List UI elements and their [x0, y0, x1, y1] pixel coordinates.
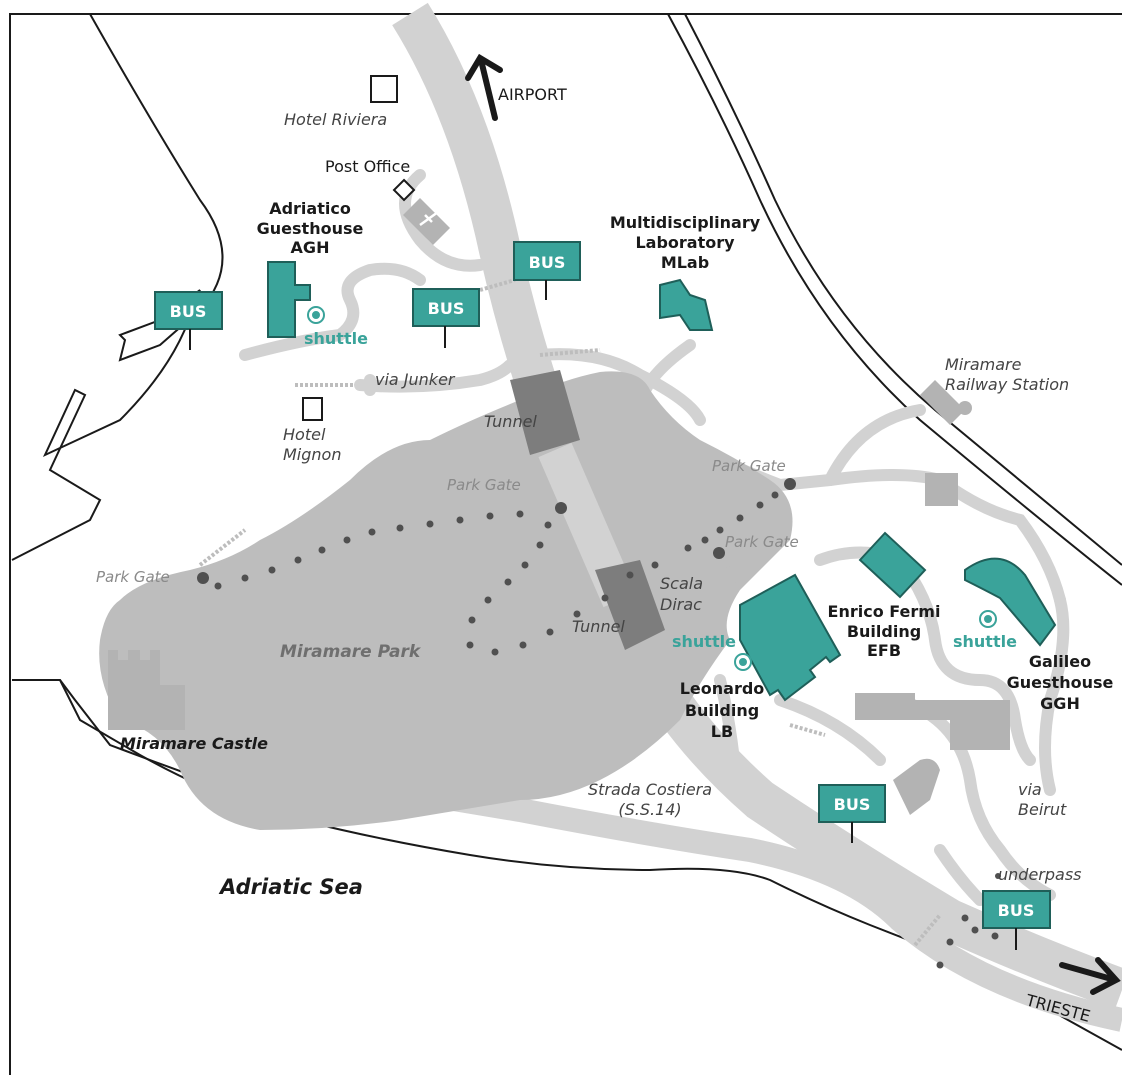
ggh-label: Galileo Guesthouse GGH — [1007, 652, 1114, 713]
small-building — [925, 473, 958, 506]
svg-text:Enrico Fermi: Enrico Fermi — [828, 602, 941, 621]
svg-text:Multidisciplinary: Multidisciplinary — [610, 213, 761, 232]
efb-small-building — [858, 531, 927, 599]
bus-stop-icon: BUS — [513, 241, 581, 300]
svg-text:Strada Costiera: Strada Costiera — [588, 780, 712, 799]
park-gate-label-southeast: Park Gate — [725, 533, 799, 551]
crossing-hatches — [198, 278, 942, 947]
svg-text:Guesthouse: Guesthouse — [1007, 673, 1114, 692]
svg-text:(S.S.14): (S.S.14) — [618, 800, 681, 819]
post-office-cross — [419, 210, 439, 227]
hotel-mignon-marker — [302, 397, 323, 421]
bus-label: BUS — [834, 795, 871, 814]
via-beirut-label: via Beirut — [1018, 780, 1067, 819]
post-office-marker — [392, 178, 416, 202]
teal-buildings — [267, 261, 1057, 702]
miramare-castle-shape — [108, 650, 185, 730]
shuttle-stop-icon — [307, 306, 325, 324]
bus-label: BUS — [428, 299, 465, 318]
tunnel-north — [510, 370, 580, 455]
central-building-block — [855, 693, 1010, 750]
shuttle-stop-icon — [979, 610, 997, 628]
svg-text:AGH: AGH — [291, 238, 330, 257]
bus-label: BUS — [529, 253, 566, 272]
svg-text:Guesthouse: Guesthouse — [257, 219, 364, 238]
bus-label: BUS — [998, 901, 1035, 920]
hotel-markers — [302, 75, 416, 421]
airport-label: AIRPORT — [498, 85, 567, 104]
svg-text:MLab: MLab — [661, 253, 709, 272]
svg-text:Beirut: Beirut — [1018, 800, 1067, 819]
svg-text:GGH: GGH — [1040, 694, 1080, 713]
bus-stop-icon: BUS — [412, 288, 480, 348]
svg-text:Hotel: Hotel — [283, 425, 326, 444]
mlab-building — [659, 278, 714, 331]
park-gate-label-center: Park Gate — [447, 476, 521, 494]
adriatic-sea-label: Adriatic Sea — [218, 875, 363, 899]
svg-text:via: via — [1018, 780, 1042, 799]
tunnel-label-north: Tunnel — [484, 412, 537, 431]
miramare-park-label: Miramare Park — [280, 642, 422, 662]
miramare-station-label: Miramare Railway Station — [945, 355, 1069, 394]
agh-label: Adriatico Guesthouse AGH — [257, 199, 364, 257]
underpass-label: underpass — [998, 865, 1082, 884]
east-arrow-icon — [1059, 957, 1121, 995]
svg-text:Galileo: Galileo — [1029, 652, 1091, 671]
hotel-riviera-label: Hotel Riviera — [284, 110, 387, 129]
efb-building — [739, 573, 842, 702]
bus-stop-icon: BUS — [818, 784, 886, 843]
svg-text:Building: Building — [847, 622, 921, 641]
shuttle-label: shuttle — [953, 632, 1017, 651]
svg-text:LB: LB — [711, 722, 733, 741]
tunnel-label-south: Tunnel — [572, 617, 625, 636]
efb-label: Enrico Fermi Building EFB — [828, 602, 941, 660]
lb-label: Leonardo Building LB — [680, 679, 765, 741]
ggh-building — [964, 557, 1057, 647]
park-footpaths — [197, 478, 1001, 969]
railway-line — [667, 13, 1122, 586]
hotel-riviera-marker — [370, 75, 398, 103]
park-gate-label-west: Park Gate — [96, 568, 170, 586]
bus-stops: BUS BUS BUS BUS BUS — [154, 241, 1051, 950]
north-arrow-icon — [465, 53, 503, 121]
svg-text:Railway Station: Railway Station — [945, 375, 1069, 394]
post-office-label: Post Office — [325, 157, 410, 176]
strada-costiera-label: Strada Costiera (S.S.14) — [588, 780, 712, 819]
svg-text:Dirac: Dirac — [660, 595, 702, 614]
park-gate-label-east: Park Gate — [712, 457, 786, 475]
svg-text:EFB: EFB — [867, 641, 901, 660]
miramare-castle-label: Miramare Castle — [120, 734, 268, 753]
agh-building — [267, 261, 311, 338]
svg-text:Laboratory: Laboratory — [635, 233, 735, 252]
tunnel-south — [595, 560, 665, 650]
via-junker-label: via Junker — [375, 370, 456, 389]
bus-stop-icon: BUS — [982, 890, 1051, 950]
hotel-mignon-label: Hotel Mignon — [283, 425, 341, 464]
shuttle-label: shuttle — [672, 632, 736, 651]
svg-text:Scala: Scala — [660, 574, 703, 593]
map-frame — [9, 13, 1122, 1075]
svg-text:Mignon: Mignon — [283, 445, 341, 464]
svg-text:Miramare: Miramare — [945, 355, 1022, 374]
svg-text:Leonardo: Leonardo — [680, 679, 765, 698]
miramare-park-area — [99, 371, 793, 830]
shuttle-stops — [307, 306, 997, 671]
scala-dirac-label: Scala Dirac — [660, 574, 703, 614]
svg-text:Adriatico: Adriatico — [269, 199, 351, 218]
bus-label: BUS — [170, 302, 207, 321]
svg-text:Building: Building — [685, 701, 759, 720]
railway-station-shape — [920, 380, 965, 425]
round-building — [893, 758, 940, 815]
shuttle-label: shuttle — [304, 329, 368, 348]
mlab-label: Multidisciplinary Laboratory MLab — [610, 213, 761, 272]
shuttle-stop-icon — [734, 653, 752, 671]
bus-stop-icon: BUS — [154, 291, 223, 350]
